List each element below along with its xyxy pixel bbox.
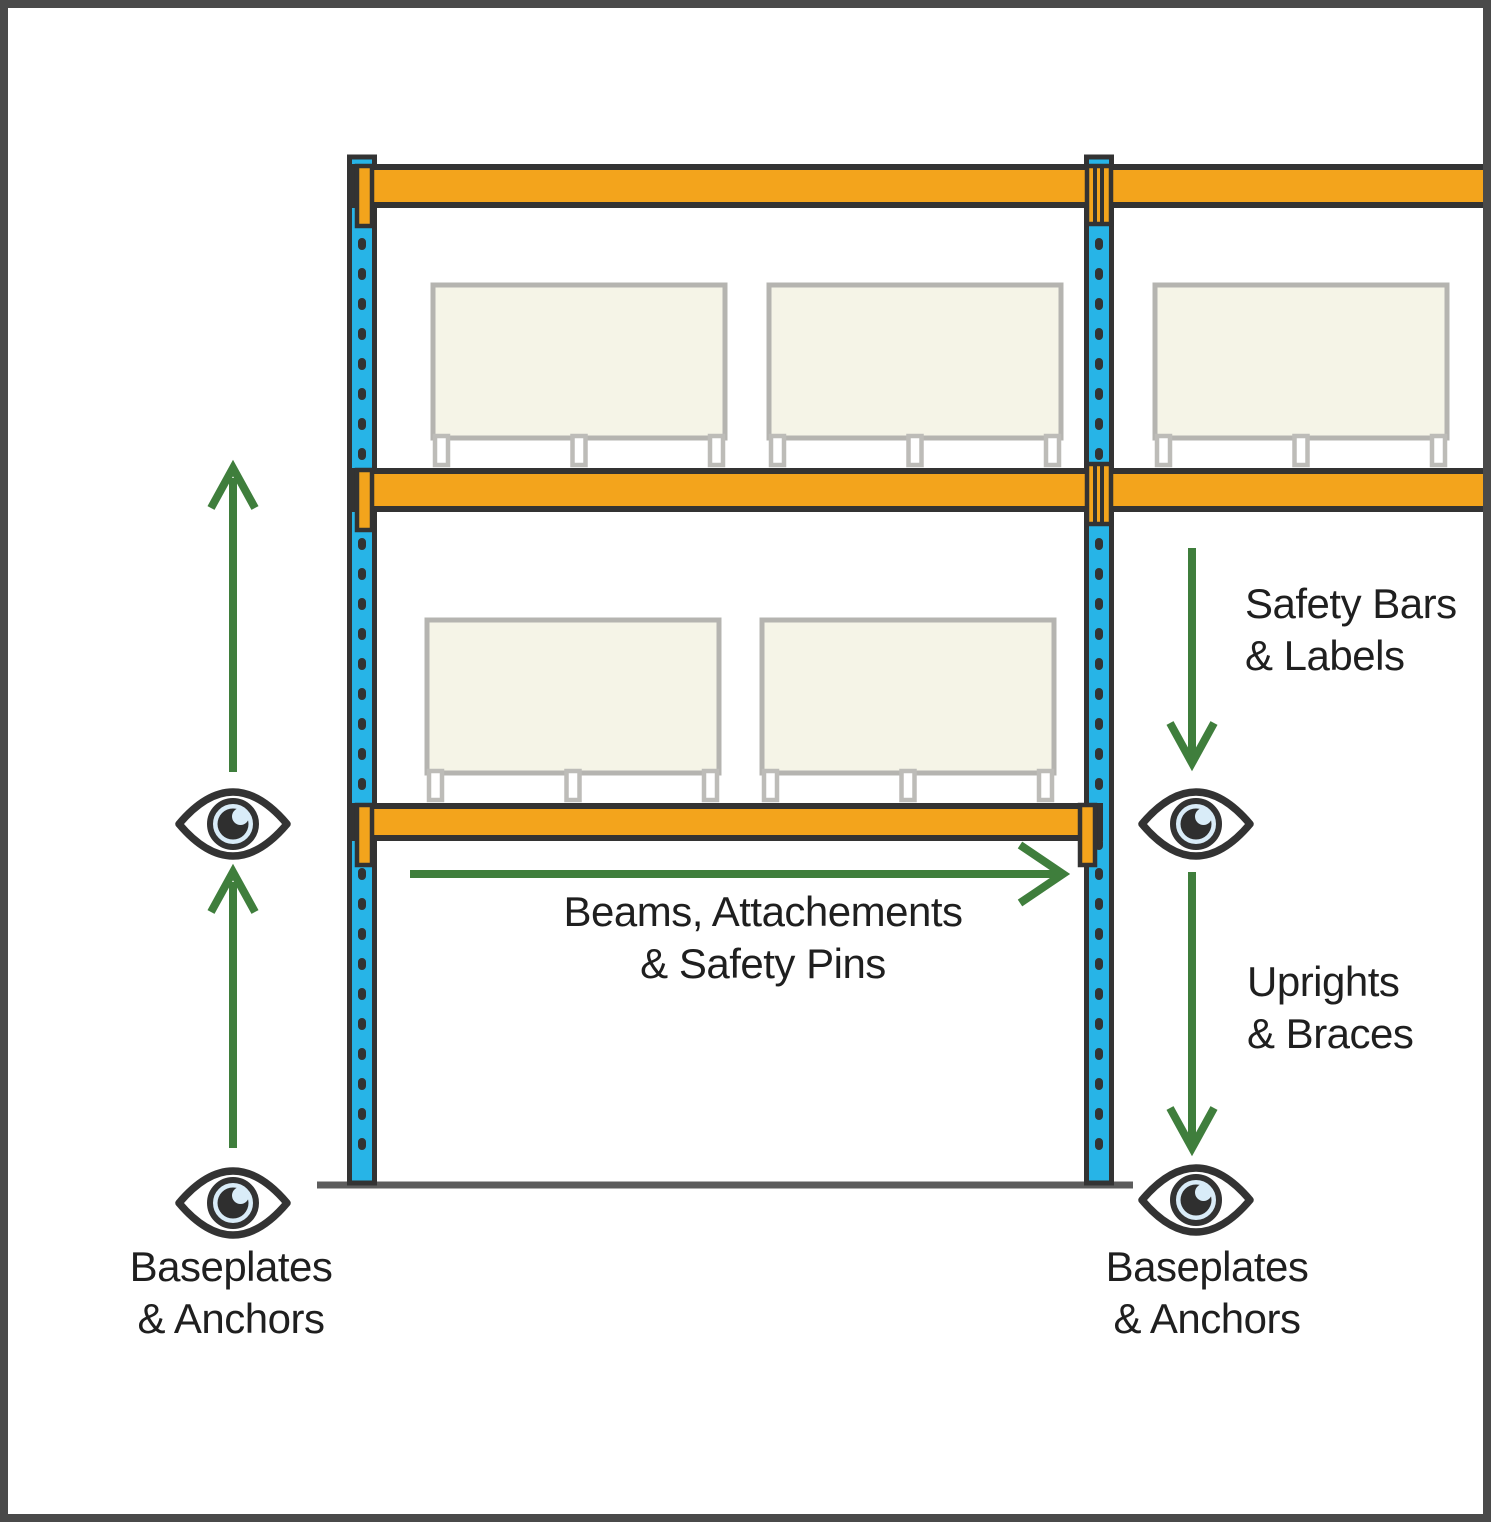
left-upright (347, 154, 377, 1186)
eye-icon (1142, 1168, 1250, 1232)
label-baseplates-anchors-left: Baseplates & Anchors (129, 1243, 333, 1342)
pallet (1155, 285, 1447, 465)
right-arrow-icon (410, 841, 1071, 907)
beam-level-middle (349, 468, 1491, 512)
pallet (769, 285, 1061, 465)
beam-level-bottom (349, 803, 1103, 841)
eye-icon (179, 792, 287, 856)
eye-icon (1142, 792, 1250, 856)
beam-level-top (349, 164, 1491, 208)
label-uprights-braces: Uprights & Braces (1247, 958, 1414, 1057)
up-arrow-icon (207, 863, 259, 1148)
pallet (762, 620, 1054, 800)
pallet (427, 620, 719, 800)
up-arrow-icon (207, 459, 259, 772)
pallet (433, 285, 725, 465)
label-baseplates-anchors-right: Baseplates & Anchors (1105, 1243, 1309, 1342)
down-arrow-icon (1166, 872, 1218, 1157)
beam-connectors (354, 163, 1114, 868)
eye-icon (179, 1171, 287, 1235)
down-arrow-icon (1166, 548, 1218, 772)
label-safety-bars-labels: Safety Bars & Labels (1245, 580, 1457, 679)
center-upright (1084, 154, 1114, 1186)
label-beams-attachments-safety-pins: Beams, Attachements & Safety Pins (563, 888, 963, 987)
